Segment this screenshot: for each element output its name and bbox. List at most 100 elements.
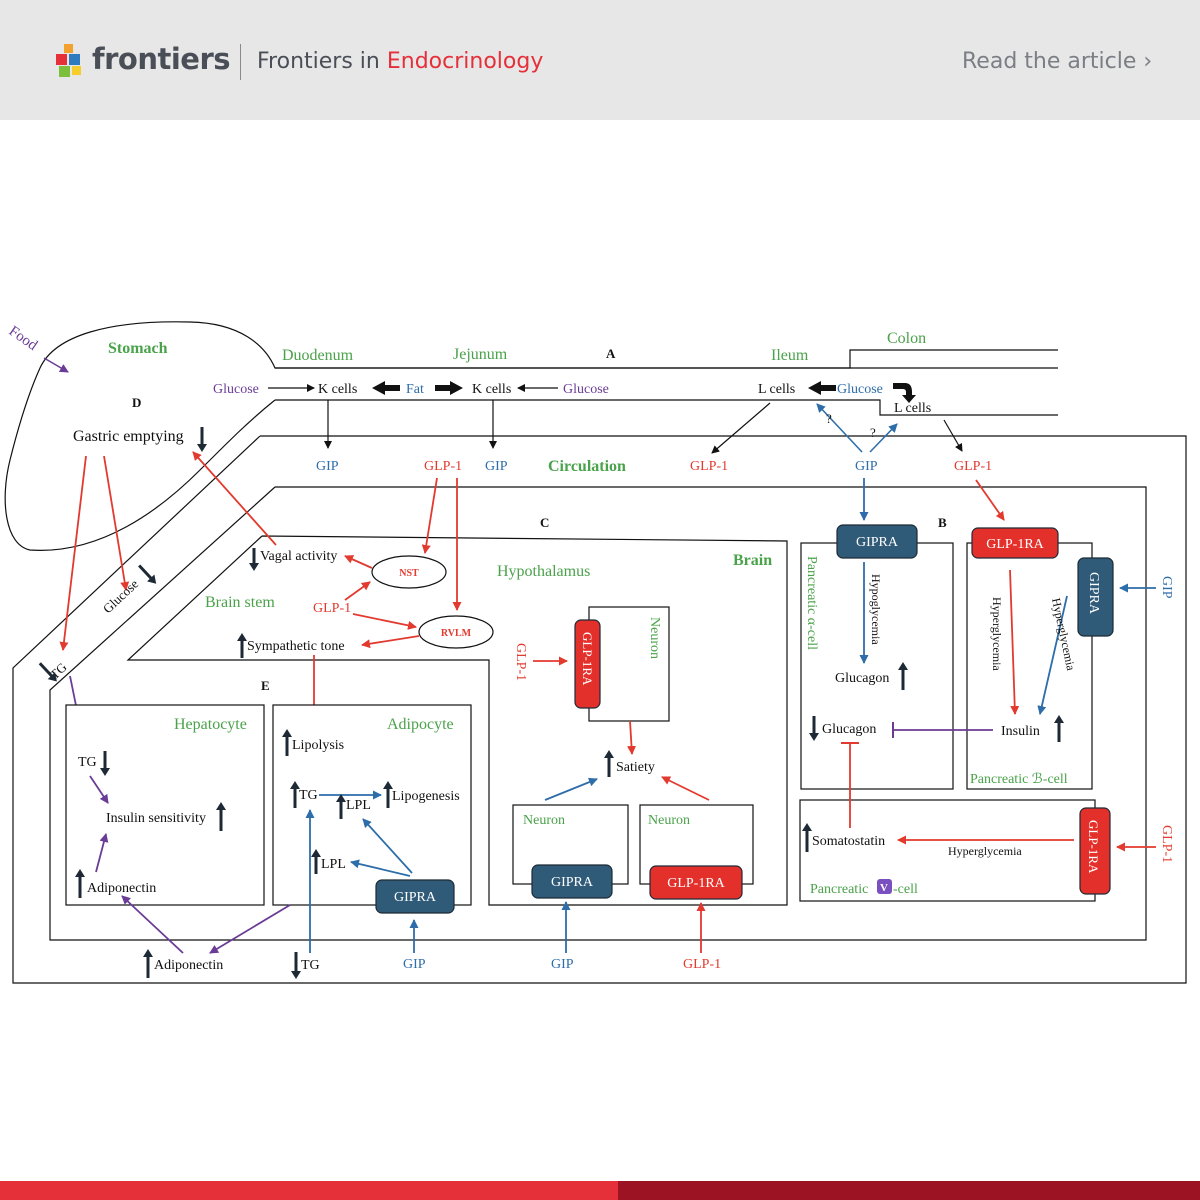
delta-cell-prefix: Pancreatic — [810, 882, 872, 897]
header-bar: frontiers Frontiers in Endocrinology Rea… — [0, 0, 1200, 120]
adipocyte-label: Adipocyte — [387, 716, 454, 733]
glucose-duodenum: Glucose — [213, 382, 259, 397]
question-mark-1: ? — [826, 411, 832, 426]
vagal-to-gastric-arrow — [192, 451, 277, 546]
glucose-ileum: Glucose — [837, 382, 883, 397]
hep-adiponectin-up-icon — [75, 869, 85, 898]
sympathetic-up-icon — [237, 633, 247, 658]
fat-arrow-right — [435, 381, 463, 395]
hep-adiponectin-label: Adiponectin — [87, 881, 156, 896]
satiety-up-icon — [604, 750, 614, 777]
adipocyte-box — [272, 704, 472, 906]
alpha-gipra-receptor — [836, 524, 918, 559]
delta-symbol: V — [880, 882, 888, 894]
rvlm-node — [418, 615, 494, 649]
duodenum-label: Duodenum — [282, 347, 354, 364]
glp1-to-rvlm-arrow — [352, 613, 417, 630]
beta-gipra-label: GIPRA — [1086, 572, 1101, 615]
circ-gip-2: GIP — [485, 459, 508, 474]
hypothalamus-label: Hypothalamus — [497, 563, 590, 580]
adiponectin-to-insulin-sensitivity-arrow — [95, 833, 109, 873]
lpl-label-2: LPL — [321, 857, 346, 872]
glucose-down-icon — [138, 564, 157, 584]
circ-glp1-3: GLP-1 — [954, 459, 992, 474]
footer-bar-red — [0, 1181, 618, 1200]
neuron-to-satiety-arrow — [627, 720, 637, 755]
bottom-adiponectin-label: Adiponectin — [154, 958, 223, 973]
l-cells-1: L cells — [758, 382, 795, 397]
beta-cell-box — [966, 542, 1093, 790]
bottom-tg-down-icon — [291, 952, 301, 979]
header-divider — [240, 44, 241, 80]
gipra-neuron-label: Neuron — [523, 813, 565, 828]
brain-stem-label: Brain stem — [205, 594, 275, 611]
circ-gip-1: GIP — [316, 459, 339, 474]
nst-to-vagal-arrow — [344, 555, 373, 569]
hep-tg-label: TG — [78, 755, 97, 770]
journal-field: Endocrinology — [386, 49, 544, 74]
circulation-title: Circulation — [548, 458, 626, 475]
insulin-label: Insulin — [1001, 724, 1040, 739]
insulin-up-icon — [1054, 715, 1064, 742]
panel-label-c: C — [540, 515, 549, 530]
somatostatin-label: Somatostatin — [812, 834, 885, 849]
hypothalamus-neuron-box — [588, 606, 670, 722]
brain-outline — [126, 535, 788, 906]
insulin-sensitivity-label: Insulin sensitivity — [106, 811, 206, 826]
alpha-gipra-label: GIPRA — [856, 535, 899, 550]
nst-node — [371, 555, 447, 589]
glucose-to-colon-arrow — [893, 383, 916, 403]
beta-hyperglycemia-label-1: Hyperglycemia — [990, 597, 1004, 671]
adipo-gipra-label: GIPRA — [394, 890, 437, 905]
hepatocyte-box — [65, 704, 265, 906]
brain-gipra-label: GIPRA — [551, 875, 594, 890]
delta-cell-suffix: -cell — [893, 882, 918, 897]
glp1-to-nst-arrow — [344, 581, 371, 601]
nst-label: NST — [399, 568, 419, 579]
circ-glp1-to-nst-arrow — [421, 477, 438, 554]
tg-down-icon-diagonal — [38, 662, 57, 682]
hypothalamus-glp1ra-label: GLP-1RA — [580, 632, 595, 686]
circulation-outer-outline — [12, 435, 1187, 984]
brain-title: Brain — [733, 552, 772, 569]
somatostatin-up-icon — [802, 823, 812, 852]
intestine-bottom-line — [275, 399, 1058, 416]
lipolysis-up-icon — [282, 729, 292, 756]
delta-glp1ra-label: GLP-1RA — [1086, 820, 1101, 874]
delta-glp1-label: GLP-1 — [1159, 825, 1174, 863]
alpha-cell-label: Pancreatic α-cell — [804, 556, 819, 650]
journal-title: Frontiers in Endocrinology — [257, 49, 543, 74]
food-label: Food — [6, 323, 41, 354]
vagal-activity-label: Vagal activity — [260, 549, 337, 564]
read-article-link[interactable]: Read the article › — [962, 49, 1153, 74]
brand-name: frontiers — [92, 42, 231, 76]
glucose-diagonal-label: Glucose — [100, 576, 142, 616]
vagal-down-icon — [249, 548, 259, 571]
stomach-red-arrow-1 — [59, 455, 87, 651]
lpl-up-icon-1 — [336, 794, 346, 819]
glucagon-down-label: Glucagon — [822, 722, 876, 737]
brainstem-glp1-label: GLP-1 — [313, 601, 351, 616]
lcells-to-glp1-arrow — [711, 402, 771, 454]
adipo-gipra-receptor — [375, 879, 455, 914]
adiponectin-to-hepatocyte-arrow — [121, 895, 184, 954]
glucose-jejunum: Glucose — [563, 382, 609, 397]
ileum-label: Ileum — [771, 347, 809, 364]
hypothalamus-glp1-label: GLP-1 — [513, 643, 528, 681]
glucagon-up-icon — [898, 662, 908, 690]
glp1ra-neuron-to-satiety-arrow — [661, 776, 710, 801]
food-arrow — [43, 357, 69, 373]
rvlm-to-sympathetic-arrow — [361, 635, 420, 649]
satiety-label: Satiety — [616, 760, 655, 775]
bottom-gip-brain: GIP — [551, 957, 574, 972]
panel-labels: A B C D E — [132, 346, 947, 693]
adipo-tg-label: TG — [299, 788, 318, 803]
gip-to-lcells-arrow — [816, 403, 863, 453]
panel-label-b: B — [938, 515, 947, 530]
glp1ra-neuron-label: Neuron — [648, 813, 690, 828]
hep-tg-down-icon — [100, 751, 110, 776]
lpl-label-1: LPL — [346, 798, 371, 813]
panel-label-a: A — [606, 346, 616, 361]
bottom-gip-adipo: GIP — [403, 957, 426, 972]
delta-hyperglycemia-label: Hyperglycemia — [948, 844, 1022, 858]
